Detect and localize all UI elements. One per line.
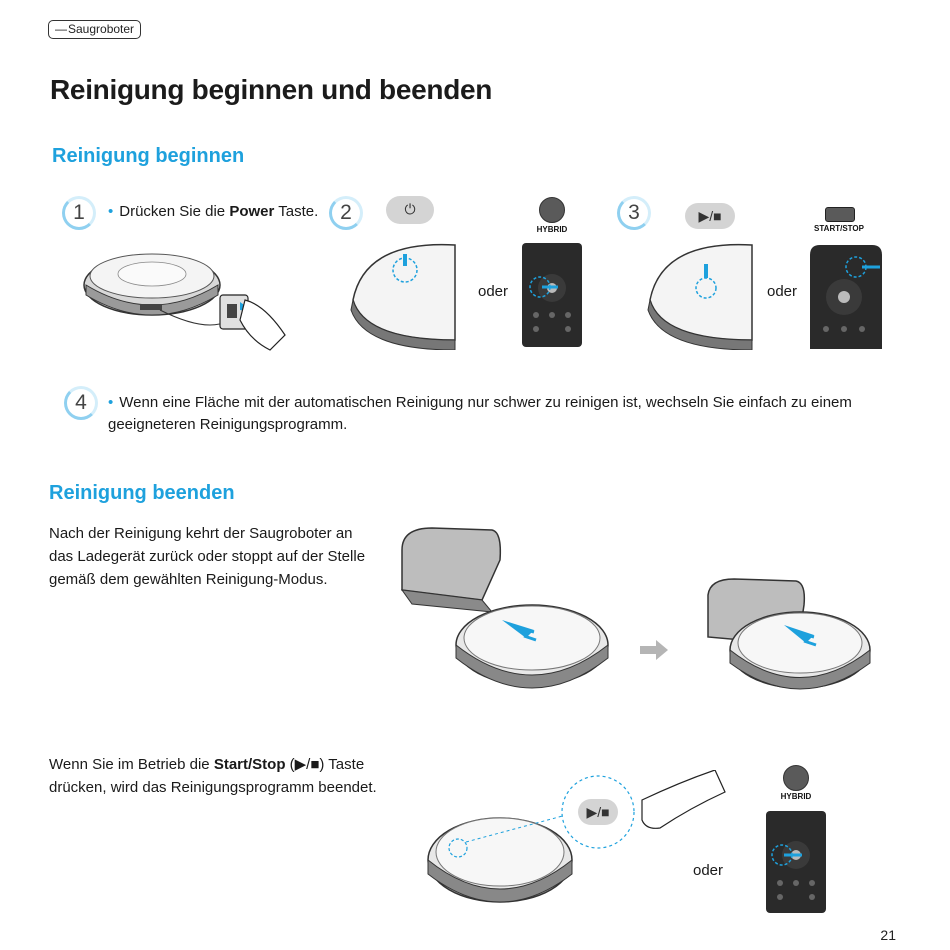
start-stop-remote-button <box>825 207 855 222</box>
start-heading: Reinigung beginnen <box>52 145 245 167</box>
hybrid-remote-button-2 <box>783 765 809 791</box>
oder-label-1: oder <box>478 283 509 300</box>
step-1-badge: 1 <box>62 196 96 230</box>
hybrid-caption: HYBRID <box>536 225 568 234</box>
step-4-badge: 4 <box>64 386 98 420</box>
oder-label-3: oder <box>693 862 724 879</box>
power-icon: ⏻ <box>404 201 416 217</box>
start-stop-button-pill: ▶/■ <box>685 203 735 229</box>
stop-paragraph-1: Nach der Reinigung kehrt der Saugroboter… <box>49 525 366 588</box>
arrow-right-icon <box>640 638 670 662</box>
hybrid-caption-2: HYBRID <box>780 792 812 801</box>
play-stop-icon: ▶/■ <box>698 208 722 224</box>
remote-control-hybrid-illustration <box>522 243 582 347</box>
page-number: 21 <box>880 927 896 943</box>
robot-stop-button-illustration <box>427 770 726 903</box>
start-stop-caption: START/STOP <box>814 224 864 233</box>
stop-heading: Reinigung beenden <box>49 482 235 504</box>
robot-top-view-illustration <box>350 243 456 350</box>
stop-paragraph-2: Wenn Sie im Betrieb die Start/Stop (▶/■)… <box>49 756 377 796</box>
play-stop-icon-2: ▶/■ <box>586 804 610 820</box>
remote-control-start-stop-illustration <box>810 245 882 349</box>
hybrid-remote-button <box>539 197 565 223</box>
section-tag: Saugroboter <box>48 20 142 39</box>
remote-control-hybrid-illustration-2 <box>766 811 826 913</box>
bullet-dot: • <box>108 203 114 220</box>
section-tag-label: Saugroboter <box>68 22 135 36</box>
robot-top-view-illustration-2 <box>647 243 753 350</box>
step-3-badge: 3 <box>617 196 651 230</box>
bullet-dot: • <box>108 394 114 411</box>
robot-returning-to-dock-illustration <box>400 527 609 689</box>
step-4-text: •Wenn eine Fläche mit der automatischen … <box>108 394 852 433</box>
page-title: Reinigung beginnen und beenden <box>50 74 493 105</box>
robot-docked-illustration <box>707 578 871 690</box>
step-2-badge: 2 <box>329 196 363 230</box>
robot-power-button-illustration <box>83 253 286 351</box>
power-button-pill: ⏻ <box>386 196 434 224</box>
oder-label-2: oder <box>767 283 798 300</box>
step-1-text: •Drücken Sie die Power Taste. <box>108 203 319 220</box>
start-stop-button-pill-2: ▶/■ <box>578 799 618 825</box>
